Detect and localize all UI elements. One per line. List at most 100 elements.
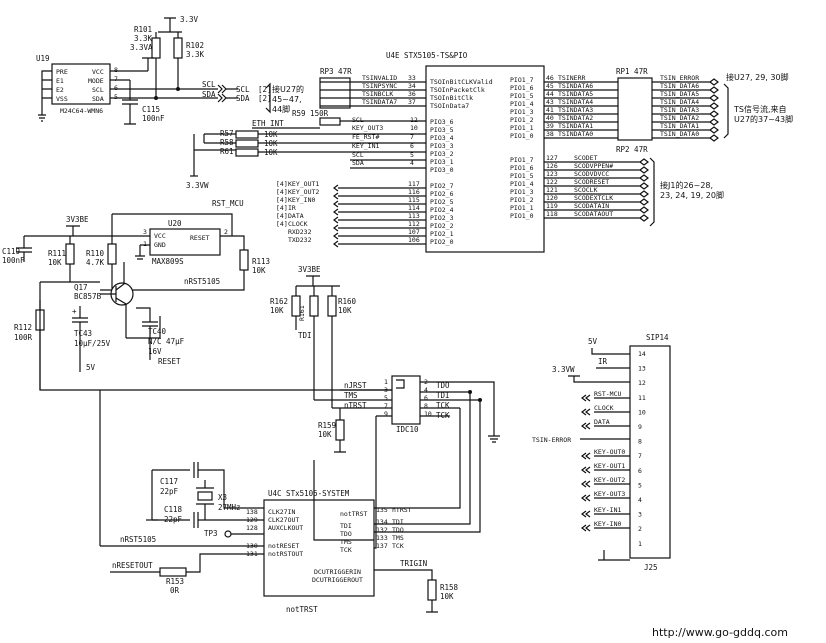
tms-label: TMS — [344, 391, 358, 400]
pio3-num-1: 10 — [410, 124, 418, 132]
u19-pin-vcc: VCC — [92, 68, 104, 76]
u4c-pin-r-1: TDI — [340, 522, 352, 530]
r158-value: 10K — [440, 592, 454, 601]
pin-37: 37 — [408, 98, 416, 106]
r59-label: R59 150R — [292, 109, 329, 118]
ts-right-4: TSIN_DATA3 — [660, 106, 699, 114]
pio1b-pin-3: PIO1_4 — [510, 180, 534, 188]
note-u27-pin44: 44脚 — [272, 104, 290, 114]
pio1b-net-5: SCODEXTCLK — [574, 194, 613, 202]
u4c-net-r-1: TDI — [392, 518, 404, 526]
pio1a-num-0: 46 — [546, 74, 554, 82]
note-ts2: U27的37~43脚 — [734, 114, 793, 124]
pio1b-net-3: SCODRESET — [574, 178, 609, 186]
u4c-pin-l-2: AUXCLKOUT — [268, 524, 303, 532]
u20-pin-reset: RESET — [190, 234, 210, 242]
ts-right-6: TSIN_DATA1 — [660, 122, 699, 130]
wire — [333, 216, 426, 224]
wire — [581, 466, 630, 474]
pio3-num-3: 6 — [410, 142, 414, 150]
wire — [544, 134, 719, 142]
r159-label: R159 — [318, 421, 336, 430]
c115-value: 100nF — [142, 114, 165, 123]
pio2-pin-2: PIO2_5 — [430, 198, 454, 206]
pio2-net-7: TXD232 — [288, 236, 312, 244]
pio1b-net-7: SCODATAOUT — [574, 210, 613, 218]
c117-value: 22pF — [160, 487, 179, 496]
v3be2-label: 3V3BE — [298, 265, 321, 274]
ts-right-3: TSIN_DATA4 — [660, 98, 699, 106]
q17-part: BC857B — [74, 292, 102, 301]
u4c-net-r-3: TMS — [392, 534, 404, 542]
r113-label: R113 — [252, 257, 270, 266]
idc-num-r-1: 4 — [424, 386, 428, 394]
pio1b-net-0: SCODET — [574, 154, 598, 162]
u19-pin-e2: E2 — [56, 86, 64, 94]
pin-33: 33 — [408, 74, 416, 82]
u4c-pin-l-3: notRESET — [268, 542, 299, 550]
u4c-pin-l-4: notRSTOUT — [268, 550, 303, 558]
tdi-label-r: TDI — [436, 391, 450, 400]
r102-label: R102 — [186, 41, 204, 50]
pio1a-pin-1: PIO1_6 — [510, 84, 534, 92]
tdi-label: TDI — [298, 331, 312, 340]
reset-label: RESET — [158, 357, 181, 366]
pio1a-num-6: 39 — [546, 122, 554, 130]
sip-net-8: KEY-OUT3 — [594, 490, 625, 498]
u19-pin-pre: PRE — [56, 68, 68, 76]
scl-port: SCL — [236, 85, 250, 94]
u4e-title: U4E STX5105-TS&PIO — [386, 51, 468, 60]
pio2-bracket-0: [4] — [276, 180, 288, 188]
u4c-pin-r-0: notTRST — [340, 510, 367, 518]
pio1a-net-5: TSINDATA2 — [558, 114, 593, 122]
c119-label: C119 — [2, 247, 20, 256]
tc40-value: N/C 47μF — [148, 337, 185, 346]
sip-num-12: 2 — [638, 525, 642, 533]
wire — [333, 240, 426, 248]
wire — [581, 480, 630, 488]
pio1b-net-6: SCODATAIN — [574, 202, 609, 210]
sip-num-6: 8 — [638, 438, 642, 446]
u4c-net-r-4: TCK — [392, 542, 404, 550]
u4e-ts-0: TSOInBitCLKValid — [430, 78, 493, 86]
trigin-label: TRIGIN — [400, 559, 427, 568]
ts-right-7: TSIN_DATA0 — [660, 130, 699, 138]
pio2-bracket-5: [4] — [276, 220, 288, 228]
pio3-num-2: 7 — [410, 133, 414, 141]
pio1a-pin-5: PIO1_2 — [510, 116, 534, 124]
wire — [581, 408, 630, 416]
nrst5105b-label: nRST5105 — [120, 535, 156, 544]
u4c-pin-l-0: CLK27IN — [268, 508, 295, 516]
u20-pin-vcc: VCC — [154, 232, 166, 240]
pio1a-num-1: 45 — [546, 82, 554, 90]
pio1b-pin-7: PIO1_0 — [510, 212, 534, 220]
pio1b-net-4: SCOCLK — [574, 186, 598, 194]
pio3-net-2: FE_RST# — [352, 133, 379, 141]
pio1a-pin-3: PIO1_4 — [510, 100, 534, 108]
u19-pin-vss: VSS — [56, 95, 68, 103]
u20-num-1: 1 — [143, 240, 147, 248]
idc-num-r-4: 10 — [424, 410, 432, 418]
pio3-pin-6: PIO3_0 — [430, 166, 454, 174]
u20-num-3: 3 — [143, 228, 147, 236]
u4c-num-r-1: 134 — [376, 518, 388, 526]
u4c-num-r-4: 137 — [376, 542, 388, 550]
sip-net-2: CLOCK — [594, 404, 614, 412]
nresetout-label: nRESETOUT — [112, 561, 153, 570]
rst-mcu-label: RST_MCU — [212, 199, 244, 208]
tsinvalid-net: TSINVALID — [362, 74, 397, 82]
pio1a-num-7: 38 — [546, 130, 554, 138]
wire — [544, 78, 719, 86]
x3-value: 27MHz — [218, 503, 241, 512]
u19-eeprom: U19 PRE E1 E2 VSS VCC MODE SCL SDA 8 7 6… — [36, 54, 218, 122]
idc10-label: IDC10 — [396, 425, 419, 434]
pio1b-num-5: 120 — [546, 194, 558, 202]
pin-34: 34 — [408, 82, 416, 90]
pio1b-pin-6: PIO1_1 — [510, 204, 534, 212]
pio2-pin-5: PIO2_2 — [430, 222, 454, 230]
njrst-label: nJRST — [344, 381, 367, 390]
v33w-label: 3.3VW — [186, 181, 209, 190]
sip-num-0: 14 — [638, 350, 646, 358]
pio3-num-0: 12 — [410, 116, 418, 124]
r101-value: 3.3K — [134, 34, 153, 43]
